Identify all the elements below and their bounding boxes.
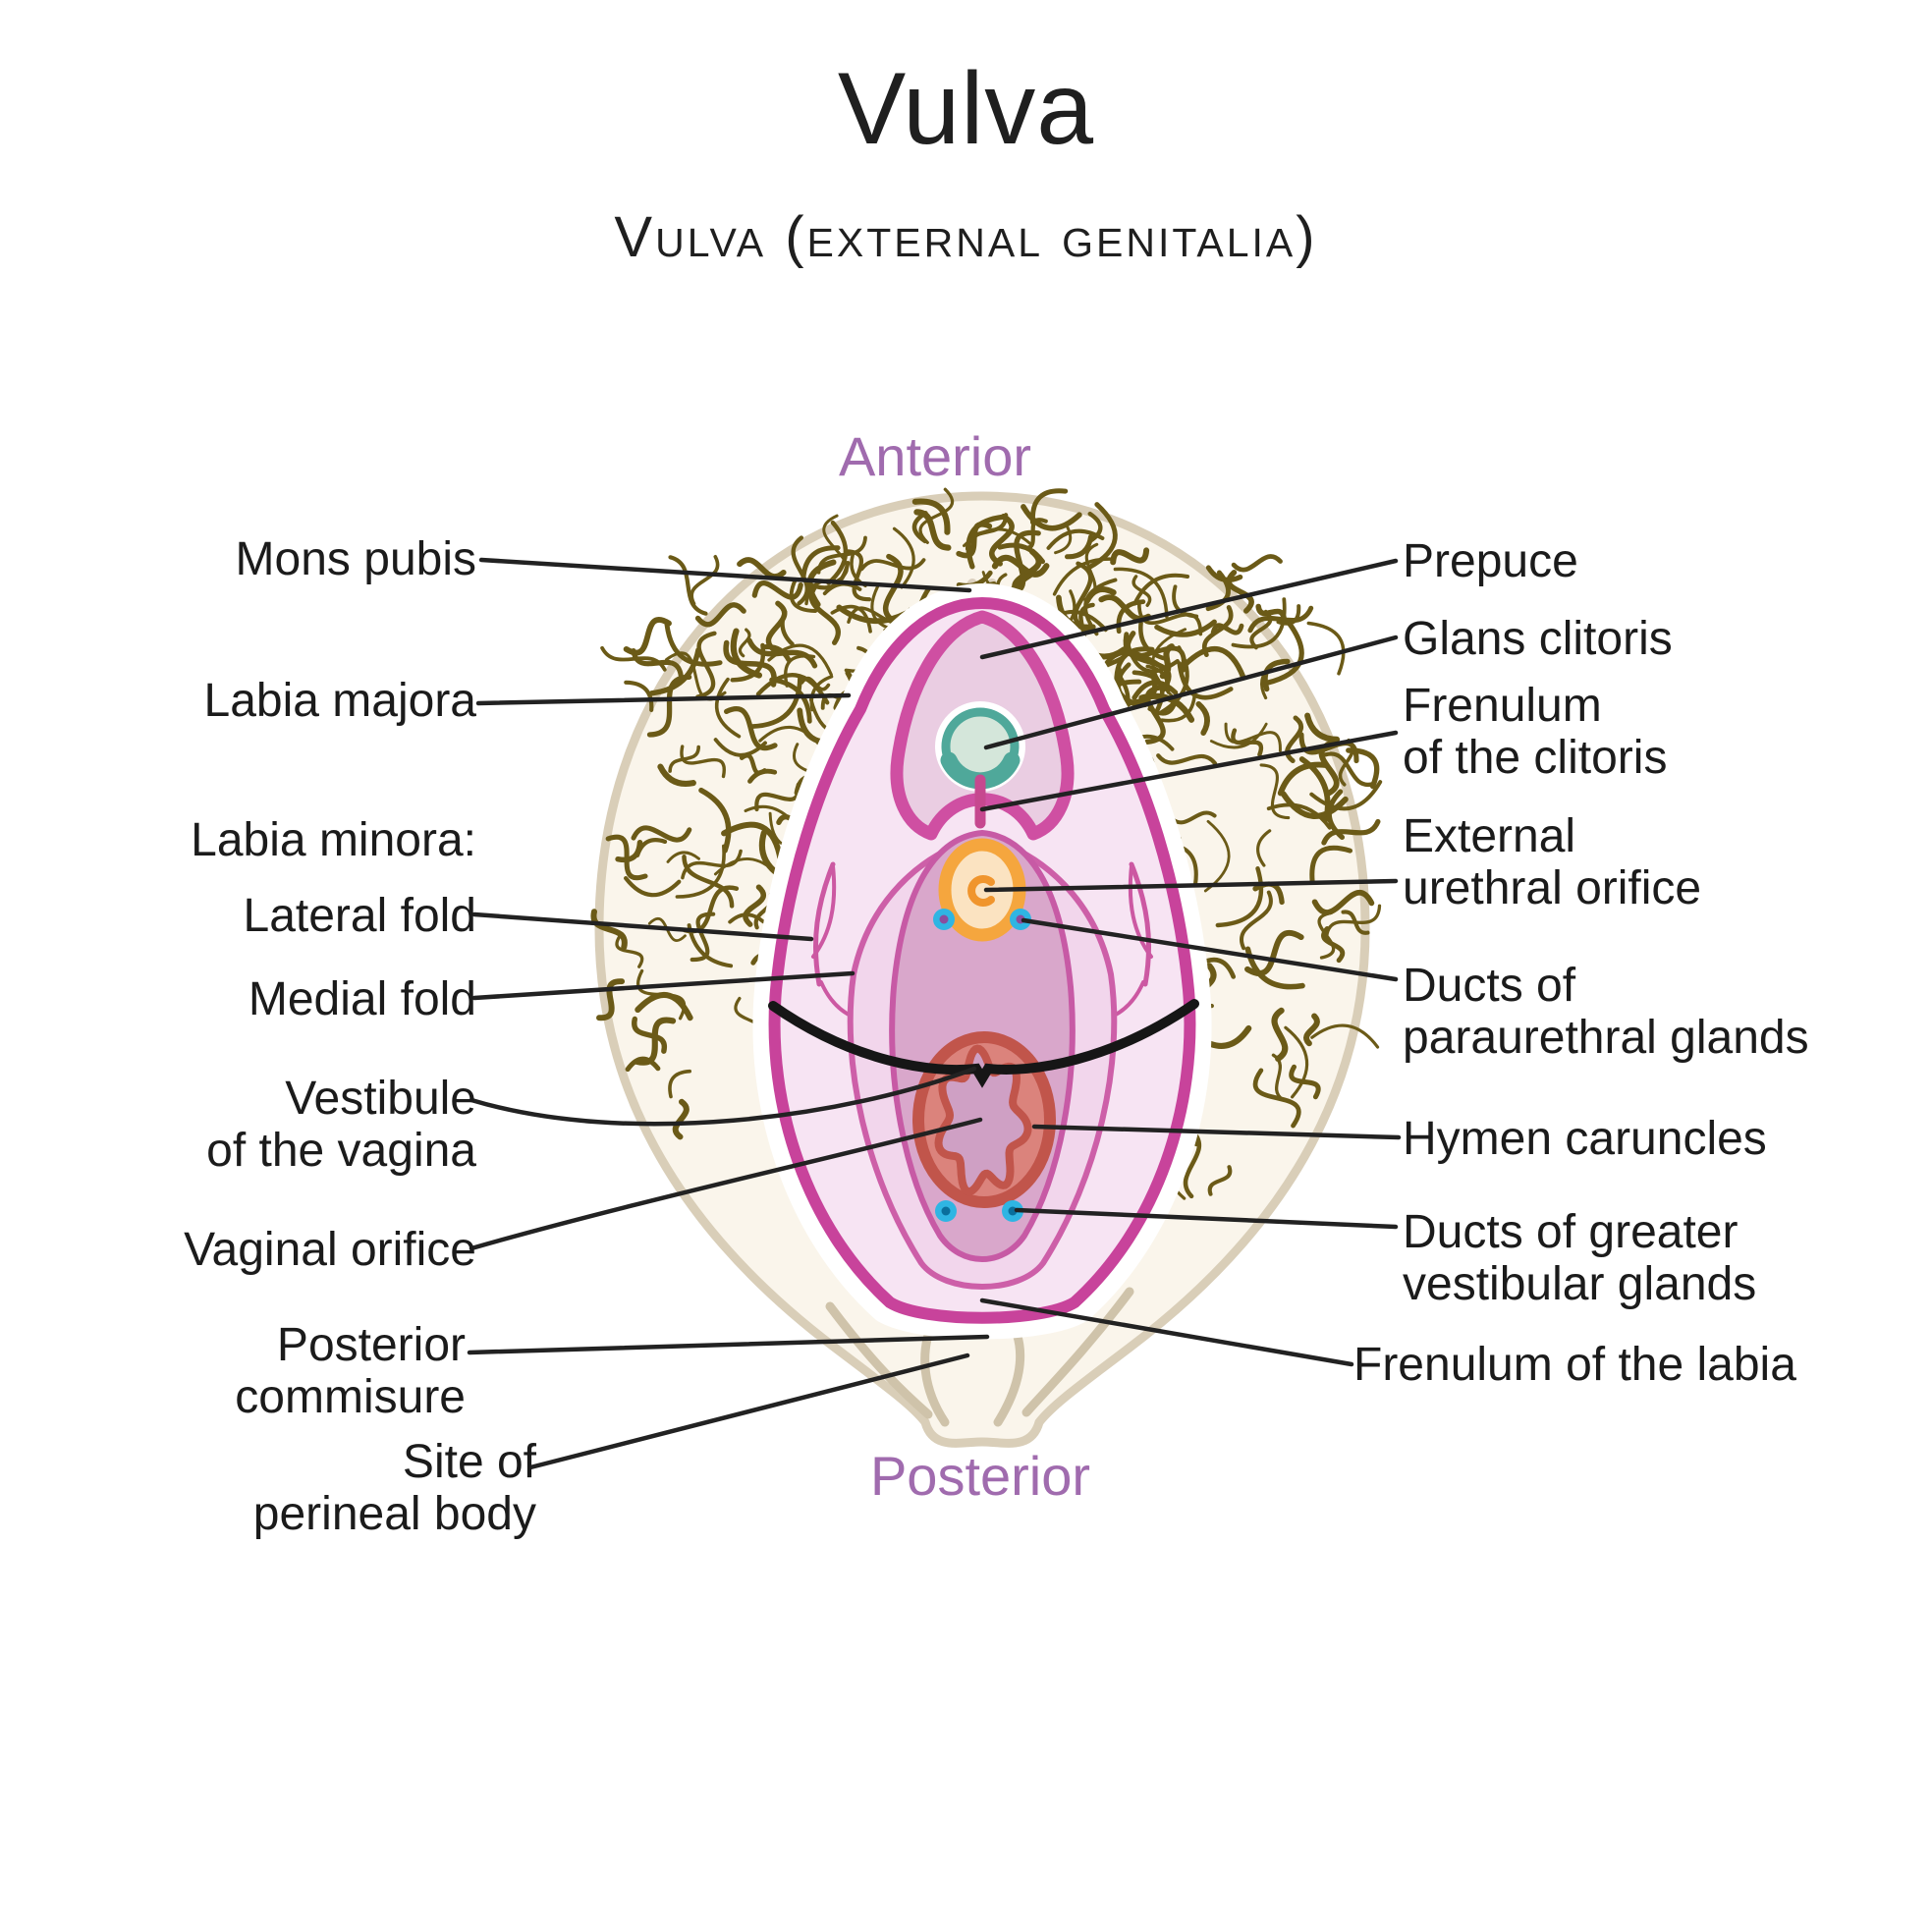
label-mons-pubis: Mons pubis xyxy=(235,533,476,585)
leader-lateral-fold xyxy=(471,911,814,942)
label-labia-minora: Labia minora: xyxy=(191,814,476,866)
leader-glans-clitoris xyxy=(983,635,1399,750)
label-glans-clitoris: Glans clitoris xyxy=(1403,613,1673,665)
label-labia-majora: Labia majora xyxy=(203,675,477,727)
leader-paraurethral-ducts xyxy=(1021,917,1399,982)
leader-prepuce xyxy=(979,558,1399,660)
page-title: Vulva xyxy=(837,52,1095,166)
leader-medial-fold xyxy=(471,970,856,1001)
leader-hymen-caruncles xyxy=(1031,1124,1402,1140)
leader-posterior-commisure xyxy=(467,1334,990,1355)
orientation-anterior: Anterior xyxy=(838,425,1032,487)
label-site-of-perineal-body: Site of perineal body xyxy=(252,1436,536,1540)
label-prepuce: Prepuce xyxy=(1403,535,1578,587)
label-vaginal-orifice: Vaginal orifice xyxy=(184,1224,476,1276)
orientation-posterior: Posterior xyxy=(869,1445,1091,1507)
leader-urethral-orifice xyxy=(983,878,1399,893)
leader-labia-majora xyxy=(475,692,852,706)
label-frenulum-of-the-clitoris: Frenulum of the clitoris xyxy=(1403,680,1668,784)
leader-vaginal-orifice xyxy=(469,1117,983,1251)
label-vestibule-of-the-vagina: Vestibule of the vagina xyxy=(206,1073,476,1177)
label-medial-fold: Medial fold xyxy=(248,973,476,1025)
label-ducts-of-greater-vestibular-glands: Ducts of greater vestibular glands xyxy=(1403,1206,1757,1310)
label-hymen-caruncles: Hymen caruncles xyxy=(1403,1113,1767,1165)
leader-vestibular-ducts xyxy=(1014,1207,1399,1230)
leader-vestibule xyxy=(469,1066,977,1127)
label-frenulum-of-the-labia: Frenulum of the labia xyxy=(1353,1339,1796,1391)
label-external-urethral-orifice: External urethral orifice xyxy=(1403,810,1702,914)
page-subtitle: Vulva (external genitalia) xyxy=(614,205,1318,269)
leader-mons-pubis xyxy=(478,557,972,593)
leader-site-of-perineal-body xyxy=(527,1352,970,1470)
paraurethral-ducts xyxy=(933,909,1031,930)
leader-frenulum-labia xyxy=(979,1297,1354,1367)
label-lateral-fold: Lateral fold xyxy=(243,890,477,942)
label-posterior-commisure: Posterior commisure xyxy=(235,1319,466,1423)
leader-frenulum-clitoris xyxy=(979,730,1399,812)
urethral-opening-mark xyxy=(967,875,995,907)
vestibule-brace xyxy=(768,999,1199,1088)
leader-lines xyxy=(467,557,1402,1470)
label-ducts-of-paraurethral-glands: Ducts of paraurethral glands xyxy=(1403,960,1809,1064)
